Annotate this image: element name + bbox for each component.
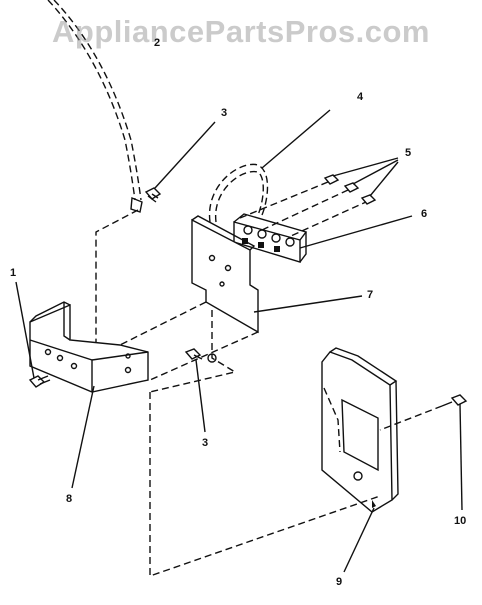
assembly-line-bottom [149,392,381,577]
callout-3-lower: 3 [202,437,209,449]
callout-8: 8 [66,493,73,505]
leader-1 [15,281,35,379]
part-3-screw-upper [144,187,162,203]
assembly-line-screw-10 [379,405,443,431]
callout-2: 2 [154,37,161,49]
part-5-nuts [323,174,377,205]
leader-8 [71,385,95,489]
part-3-screw-lower [184,348,217,363]
leader-7 [253,295,363,313]
leader-3-lower [195,359,206,433]
callout-5: 5 [405,147,412,159]
leader-10 [459,403,463,511]
callout-1: 1 [10,267,17,279]
part-4-wire [208,163,269,223]
callout-6: 6 [421,208,428,220]
callout-10: 10 [454,515,467,527]
callout-3-upper: 3 [221,107,228,119]
leader-6 [299,215,413,249]
part-1-screw [28,375,51,388]
part-2-wire-harness [47,0,143,213]
part-8-bracket [29,301,149,393]
part-9-side-bracket [321,347,399,513]
callout-4: 4 [357,91,364,103]
leader-3-upper [154,121,216,189]
assembly-line-wire [95,209,139,352]
leader-4 [261,109,331,169]
callout-9: 9 [336,576,343,588]
leader-5 [332,157,399,197]
assembly-lines-plate [119,301,259,381]
callout-7: 7 [367,289,374,301]
assembly-line-lower [149,310,237,393]
leader-9 [343,507,375,573]
part-10-screw [441,394,468,407]
